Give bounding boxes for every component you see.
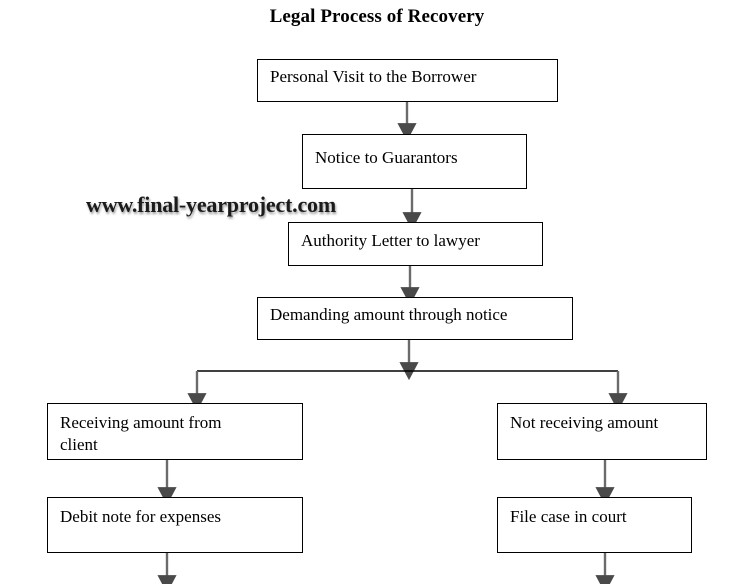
node-demanding-amount[interactable]: Demanding amount through notice <box>257 297 573 340</box>
node-debit-note[interactable]: Debit note for expenses <box>47 497 303 553</box>
node-label: Not receiving amount <box>510 413 659 432</box>
node-label: Debit note for expenses <box>60 507 221 526</box>
node-label: File case in court <box>510 507 627 526</box>
node-personal-visit[interactable]: Personal Visit to the Borrower <box>257 59 558 102</box>
node-file-case[interactable]: File case in court <box>497 497 692 553</box>
node-label: Authority Letter to lawyer <box>301 231 480 250</box>
node-label: Demanding amount through notice <box>270 305 508 324</box>
node-authority-letter[interactable]: Authority Letter to lawyer <box>288 222 543 266</box>
node-label: Personal Visit to the Borrower <box>270 67 477 86</box>
node-label: Receiving amount from client <box>60 413 222 454</box>
page-title: Legal Process of Recovery <box>269 6 485 27</box>
watermark: www.final-yearproject.com <box>86 192 336 217</box>
node-not-receiving-amount[interactable]: Not receiving amount <box>497 403 707 460</box>
node-label: Notice to Guarantors <box>315 148 458 167</box>
node-receiving-amount[interactable]: Receiving amount from client <box>47 403 303 460</box>
node-notice-guarantors[interactable]: Notice to Guarantors <box>302 134 527 189</box>
